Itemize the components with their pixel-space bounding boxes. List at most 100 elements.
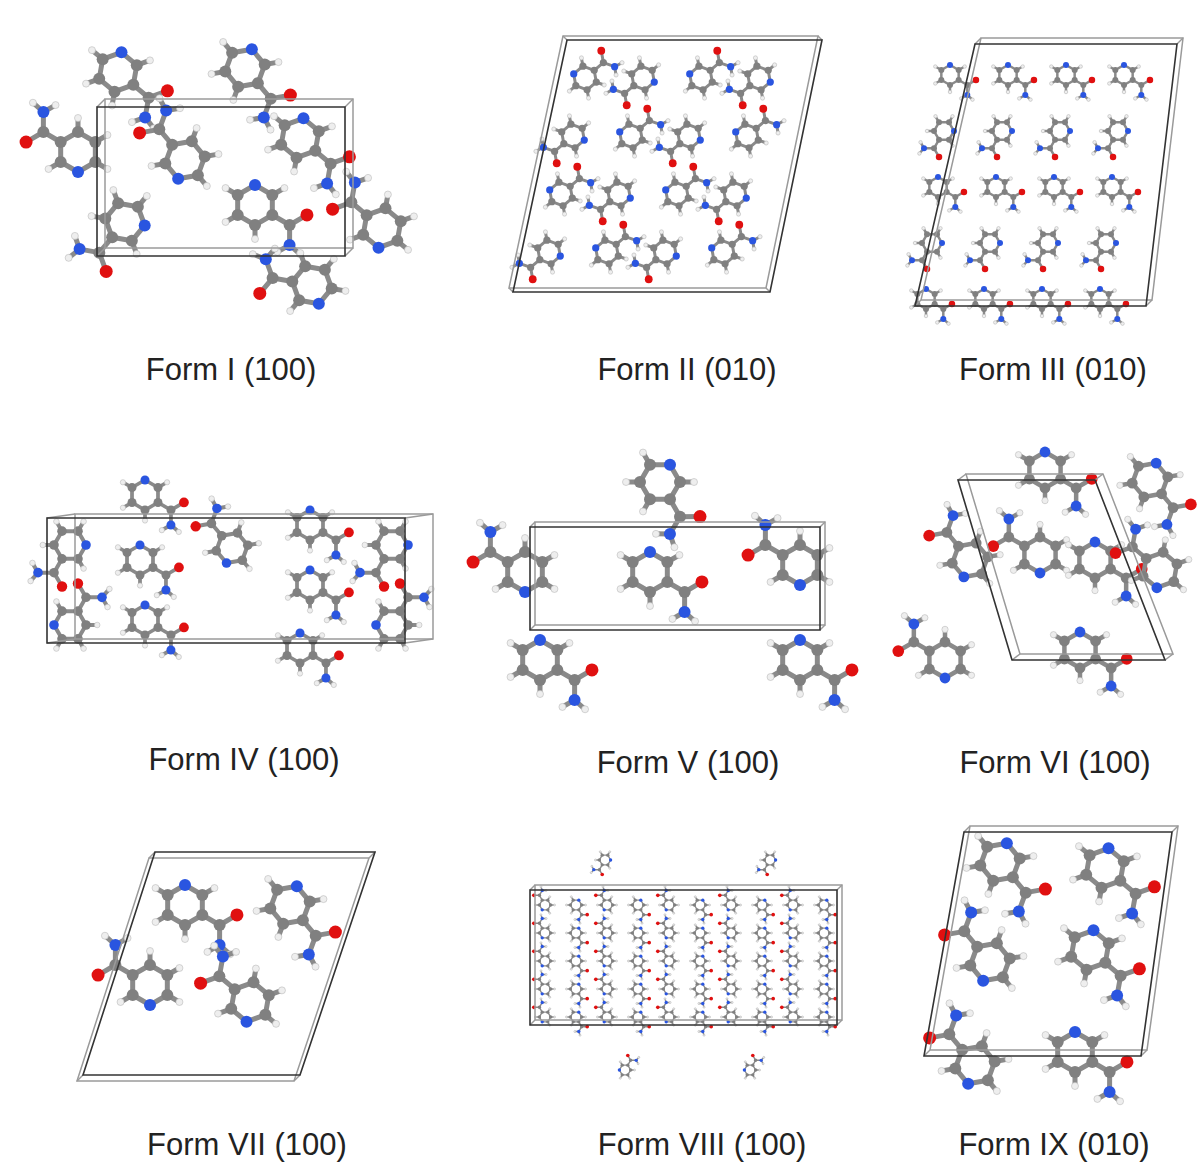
- carbon-atom: [625, 121, 632, 128]
- carbon-atom: [811, 569, 823, 581]
- carbon-atom: [1105, 564, 1116, 575]
- hydrogen-atom: [193, 125, 200, 132]
- nitrogen-atom: [296, 629, 305, 638]
- hydrogen-atom: [164, 605, 169, 610]
- carbon-atom: [1004, 137, 1010, 143]
- hydrogen-atom: [1017, 97, 1021, 101]
- carbon-atom: [127, 79, 139, 91]
- hydrogen-atom: [252, 236, 259, 243]
- hydrogen-atom: [730, 73, 734, 77]
- carbon-atom: [106, 231, 118, 243]
- carbon-atom: [536, 256, 543, 263]
- hydrogen-atom: [159, 653, 164, 658]
- carbon-atom: [293, 294, 305, 306]
- carbon-atom: [186, 135, 198, 147]
- hydrogen-atom: [1072, 1083, 1079, 1090]
- hydrogen-atom: [691, 479, 698, 486]
- hydrogen-atom: [1133, 97, 1137, 101]
- molecules: [20, 38, 1197, 1104]
- carbon-atom: [628, 70, 635, 77]
- carbon-atom: [661, 576, 673, 588]
- hydrogen-atom: [110, 187, 117, 194]
- oxygen-atom: [100, 265, 113, 278]
- hydrogen-atom: [307, 608, 312, 613]
- carbon-atom: [196, 909, 208, 921]
- carbon-atom: [1059, 654, 1070, 665]
- hydrogen-atom: [657, 63, 661, 67]
- carbon-atom: [179, 919, 191, 931]
- hydrogen-atom: [551, 552, 558, 559]
- carbon-atom: [717, 237, 724, 244]
- hydrogen-atom: [203, 183, 210, 190]
- carbon-atom: [755, 137, 762, 144]
- hydrogen-atom: [1133, 853, 1140, 860]
- hydrogen-atom: [668, 127, 672, 131]
- carbon-atom: [233, 528, 243, 538]
- nitrogen-atom: [1080, 92, 1086, 98]
- hydrogen-atom: [652, 530, 659, 537]
- carbon-atom: [716, 59, 723, 66]
- nitrogen-atom: [222, 558, 232, 568]
- carbon-atom: [551, 644, 563, 656]
- nicotinamide-molecule: [604, 56, 661, 109]
- hydrogen-atom: [101, 932, 108, 939]
- nicotinamide-molecule: [120, 476, 189, 535]
- carbon-atom: [1019, 541, 1030, 552]
- carbon-atom: [956, 67, 962, 73]
- hydrogen-atom: [724, 270, 728, 274]
- hydrogen-atom: [1065, 542, 1071, 548]
- nitrogen-atom: [115, 46, 127, 58]
- hydrogen-atom: [678, 212, 682, 216]
- carbon-atom: [811, 549, 823, 561]
- hydrogen-atom: [1145, 98, 1149, 102]
- hydrogen-atom: [1136, 506, 1142, 512]
- carbon-atom: [639, 137, 646, 144]
- nitrogen-atom: [1005, 62, 1011, 68]
- nitrogen-atom: [1090, 537, 1101, 548]
- hydrogen-atom: [1008, 985, 1015, 992]
- hydrogen-atom: [915, 672, 921, 678]
- carbon-atom: [1127, 478, 1138, 489]
- nicotinamide-molecule: [534, 114, 591, 167]
- hydrogen-atom: [1050, 662, 1056, 668]
- hydrogen-atom: [666, 270, 670, 274]
- hydrogen-atom: [285, 535, 290, 540]
- hydrogen-atom: [644, 96, 648, 100]
- hydrogen-atom: [211, 885, 218, 892]
- hydrogen-atom: [640, 449, 647, 456]
- hydrogen-atom: [29, 99, 36, 106]
- hydrogen-atom: [1082, 511, 1088, 517]
- nitrogen-atom: [1013, 905, 1025, 917]
- nitrogen-atom: [1009, 128, 1015, 134]
- hydrogen-atom: [617, 586, 624, 593]
- hydrogen-atom: [1117, 691, 1123, 697]
- carbon-atom: [153, 123, 165, 135]
- hydrogen-atom: [1132, 601, 1138, 607]
- carbon-atom: [627, 576, 639, 588]
- nitrogen-atom: [749, 237, 756, 244]
- hydrogen-atom: [636, 247, 640, 251]
- hydrogen-atom: [983, 1030, 990, 1037]
- nitrogen-atom: [546, 186, 553, 193]
- carbon-atom: [1062, 119, 1068, 125]
- hydrogen-atom: [647, 603, 654, 610]
- hydrogen-atom: [1009, 144, 1013, 148]
- hydrogen-atom: [1062, 509, 1068, 515]
- oxygen-atom: [1052, 154, 1059, 161]
- carbon-atom: [994, 119, 1000, 125]
- carbon-atom: [1050, 559, 1061, 570]
- hydrogen-atom: [1125, 144, 1129, 148]
- hydrogen-atom: [552, 127, 556, 131]
- nitrogen-atom: [306, 506, 315, 515]
- hydrogen-atom: [1037, 521, 1043, 527]
- hydrogen-atom: [281, 185, 288, 192]
- carbon-atom: [128, 608, 137, 617]
- carbon-atom: [391, 235, 403, 247]
- carbon-atom: [229, 983, 241, 995]
- hydrogen-atom: [275, 933, 282, 940]
- hydrogen-atom: [341, 619, 346, 624]
- hydrogen-atom: [1002, 910, 1009, 917]
- carbon-atom: [1014, 67, 1020, 73]
- carbon-atom: [1162, 471, 1173, 482]
- carbon-atom: [1054, 67, 1060, 73]
